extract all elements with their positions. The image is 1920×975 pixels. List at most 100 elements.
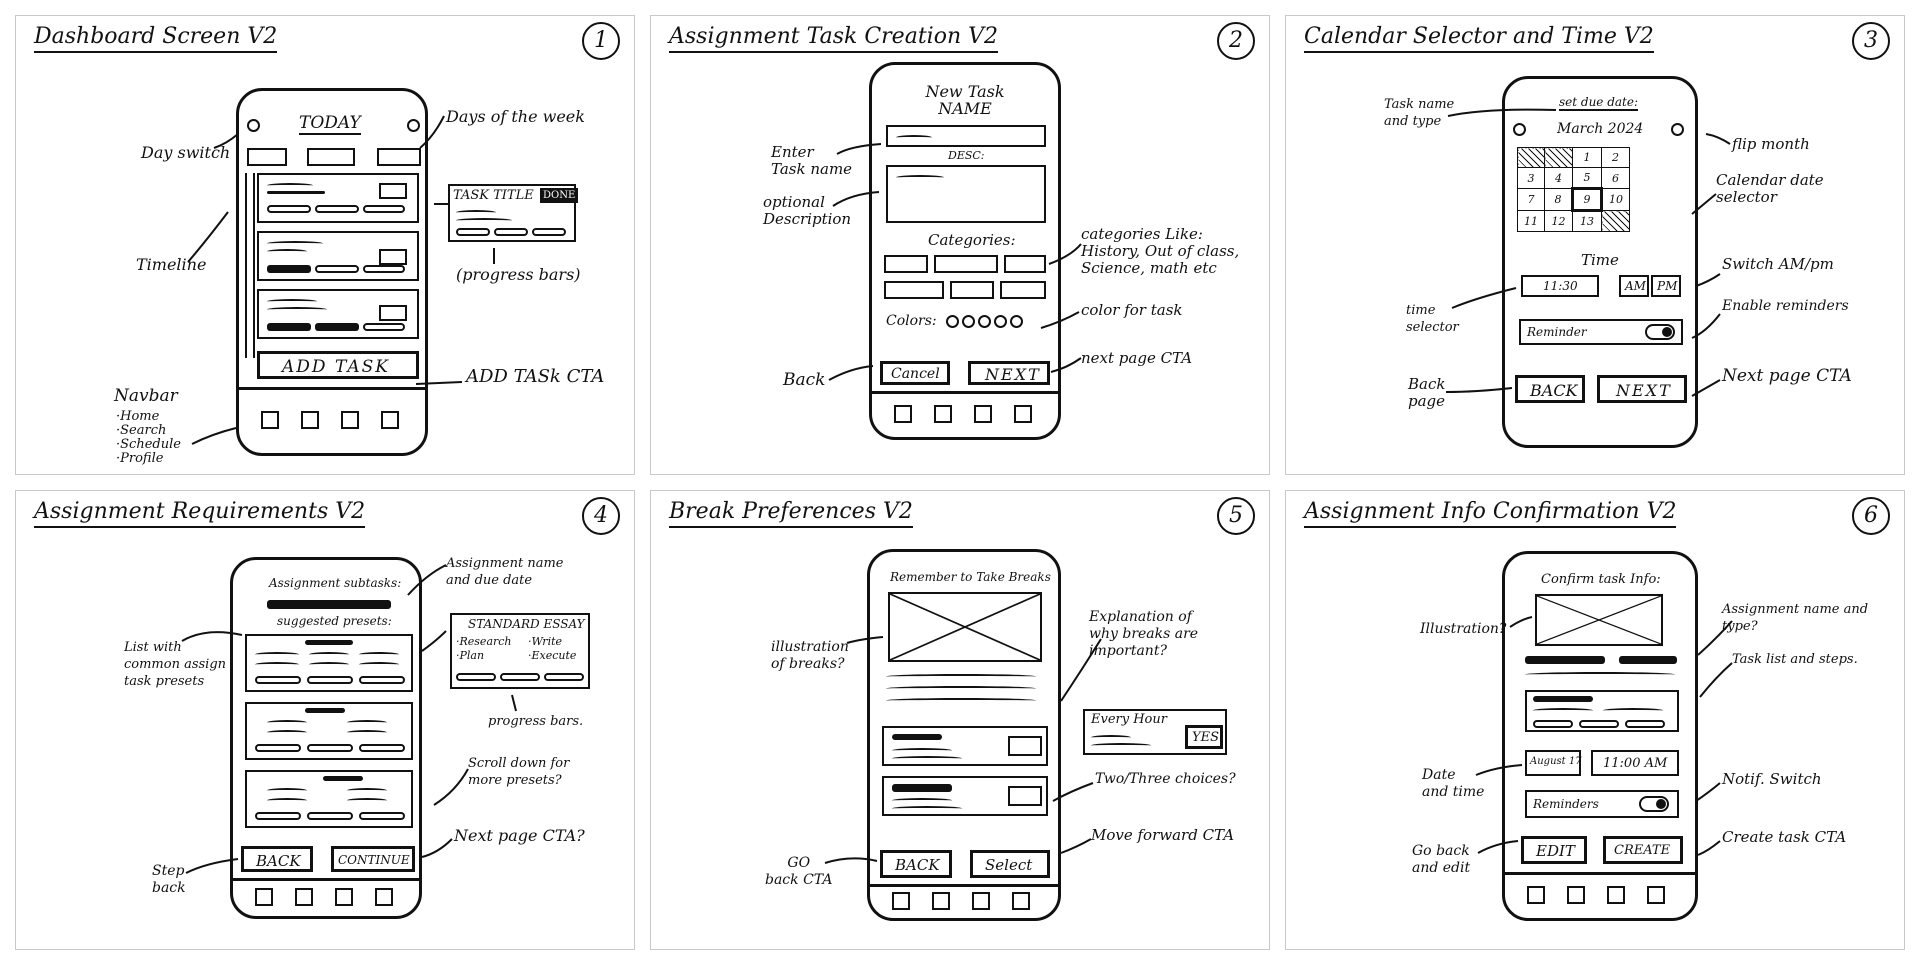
calendar-day: 1 [1572, 147, 1602, 168]
description-input[interactable] [886, 165, 1046, 223]
annotation-enable-reminders: Enable reminders [1722, 298, 1849, 314]
color-option[interactable] [994, 315, 1007, 328]
back-button[interactable]: BACK [1515, 375, 1585, 403]
category-chip[interactable] [1004, 255, 1046, 273]
panel-number: 3 [1852, 22, 1890, 60]
chevron-left-icon[interactable] [247, 119, 260, 132]
search-icon[interactable] [932, 892, 950, 910]
home-icon[interactable] [894, 405, 912, 423]
panel-title: Assignment Requirements V2 [34, 499, 366, 528]
home-icon[interactable] [255, 888, 273, 906]
add-task-button[interactable]: ADD TASK [257, 351, 419, 379]
am-toggle[interactable]: AM [1619, 275, 1649, 297]
chevron-right-icon[interactable] [1671, 123, 1684, 136]
preset-card[interactable] [245, 634, 413, 692]
category-chip[interactable] [884, 255, 928, 273]
panel-dashboard: Dashboard Screen V2 1 TODAY [15, 15, 635, 475]
back-button[interactable]: BACK [880, 850, 952, 878]
continue-button[interactable]: CONTINUE [331, 846, 415, 872]
task-card[interactable] [257, 231, 419, 281]
next-button[interactable]: NEXT [1597, 375, 1687, 403]
navbar [872, 391, 1058, 434]
profile-icon[interactable] [1647, 886, 1665, 904]
break-option[interactable] [882, 726, 1048, 766]
next-button[interactable]: NEXT [968, 361, 1050, 385]
task-card-detail: TASK TITLE DONE [448, 184, 579, 242]
done-badge: DONE [540, 188, 579, 203]
home-icon[interactable] [892, 892, 910, 910]
annotation-task-list: Task list and steps. [1732, 652, 1858, 667]
category-chip[interactable] [884, 281, 944, 299]
chevron-left-icon[interactable] [1513, 123, 1526, 136]
search-icon[interactable] [934, 405, 952, 423]
category-chip[interactable] [934, 255, 998, 273]
category-chip[interactable] [950, 281, 994, 299]
annotation-create-task-cta: Create task CTA [1722, 828, 1847, 846]
profile-icon[interactable] [1014, 405, 1032, 423]
calendar-day-selected: 9 [1571, 187, 1603, 212]
day-tab[interactable] [377, 148, 421, 166]
search-icon[interactable] [301, 411, 319, 429]
annotation-assignment-name-type: Assignment name and type? [1722, 602, 1869, 634]
calendar-day: 3 [1517, 167, 1545, 189]
home-icon[interactable] [261, 411, 279, 429]
reminder-row: Reminder [1519, 319, 1683, 345]
search-icon[interactable] [295, 888, 313, 906]
annotation-list-common: List with common assign task presets [124, 640, 227, 689]
break-option[interactable] [882, 776, 1048, 816]
schedule-icon[interactable] [974, 405, 992, 423]
cancel-button[interactable]: Cancel [880, 361, 950, 385]
annotation-enter-task-name: Enter Task name [771, 143, 853, 178]
color-option[interactable] [978, 315, 991, 328]
profile-icon[interactable] [381, 411, 399, 429]
annotation-navbar: Navbar [114, 386, 178, 406]
calendar-day: 7 [1517, 188, 1545, 211]
day-tab[interactable] [307, 148, 355, 166]
task-card[interactable] [257, 289, 419, 339]
edit-button[interactable]: EDIT [1521, 836, 1587, 864]
color-option[interactable] [1010, 315, 1023, 328]
category-chip[interactable] [1000, 281, 1046, 299]
panel-title: Assignment Task Creation V2 [669, 24, 998, 53]
illustration-placeholder [888, 592, 1042, 662]
pm-toggle[interactable]: PM [1651, 275, 1681, 297]
navbar [1505, 872, 1695, 921]
time-field[interactable]: 11:00 AM [1591, 750, 1679, 776]
profile-icon[interactable] [1012, 892, 1030, 910]
preset-card[interactable] [245, 770, 413, 828]
annotation-add-task-cta: ADD TASk CTA [466, 366, 605, 387]
annotation-back-page: Back page [1408, 375, 1446, 410]
task-card[interactable] [257, 173, 419, 223]
break-option-detail: Every Hour YES [1083, 709, 1227, 755]
date-field[interactable]: August 17 [1525, 750, 1582, 776]
reminders-toggle[interactable] [1639, 796, 1669, 812]
profile-icon[interactable] [375, 888, 393, 906]
annotation-assignment-name-due: Assignment name and due date [446, 556, 564, 588]
task-name-input[interactable] [886, 125, 1046, 147]
reminder-toggle[interactable] [1645, 324, 1675, 340]
schedule-icon[interactable] [1607, 886, 1625, 904]
annotation-next-page-cta: next page CTA [1081, 349, 1193, 367]
day-tab[interactable] [247, 148, 287, 166]
panel-number: 1 [582, 22, 620, 60]
annotation-next-page-cta: Next page CTA [1722, 366, 1852, 386]
home-icon[interactable] [1527, 886, 1545, 904]
annotation-flip-month: flip month [1732, 135, 1810, 153]
search-icon[interactable] [1567, 886, 1585, 904]
chevron-right-icon[interactable] [407, 119, 420, 132]
color-option[interactable] [946, 315, 959, 328]
calendar-day: 12 [1544, 210, 1573, 232]
create-button[interactable]: CREATE [1603, 836, 1683, 864]
preset-card[interactable] [245, 702, 413, 760]
time-selector[interactable]: 11:30 [1521, 275, 1599, 297]
annotation-days-of-week: Days of the week [446, 107, 585, 126]
panel-break-preferences: Break Preferences V2 5 Remember to Take … [650, 490, 1270, 950]
color-option[interactable] [962, 315, 975, 328]
select-button[interactable]: Select [970, 850, 1050, 878]
back-button[interactable]: BACK [241, 846, 313, 872]
schedule-icon[interactable] [335, 888, 353, 906]
schedule-icon[interactable] [341, 411, 359, 429]
schedule-icon[interactable] [972, 892, 990, 910]
